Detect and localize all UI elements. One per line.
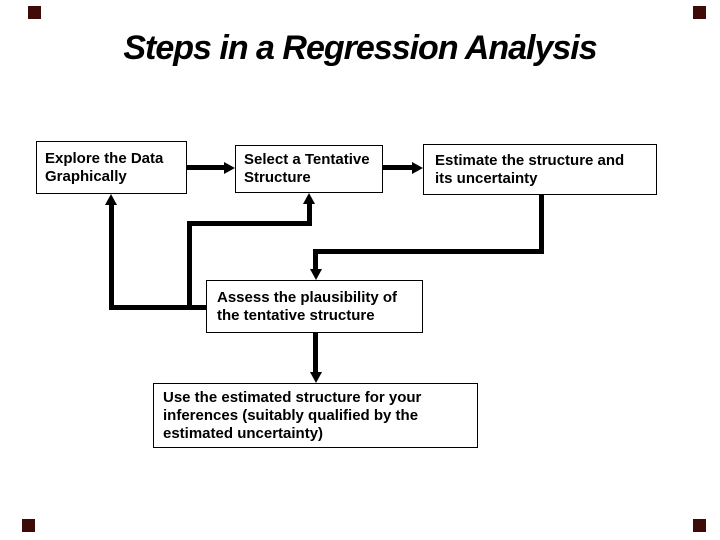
flowchart-box-use: Use the estimated structure for your inf…	[153, 383, 478, 448]
corner-marker-top-right	[693, 6, 706, 19]
flowchart-box-explore-label: Explore the Data Graphically	[45, 149, 164, 185]
arrow-select-to-estimate-shaft	[383, 165, 413, 170]
arrow-assess-to-use-head-icon	[310, 372, 322, 383]
arrow-assess-to-select-segment-up	[187, 221, 192, 310]
flowchart-box-select-label: Select a Tentative Structure	[244, 151, 370, 186]
arrow-assess-to-explore-head-icon	[105, 194, 117, 205]
arrow-select-to-estimate-head-icon	[412, 162, 423, 174]
slide-title: Steps in a Regression Analysis	[123, 29, 597, 67]
flowchart-box-estimate-label: Estimate the structure and its uncertain…	[435, 151, 625, 187]
corner-marker-bottom-right	[693, 519, 706, 532]
flowchart-box-use-label: Use the estimated structure for your inf…	[163, 388, 422, 442]
flowchart-box-assess-label: Assess the plausibility of the tentative…	[217, 288, 398, 324]
arrow-assess-to-select-segment-across	[187, 221, 312, 226]
arrow-estimate-to-assess-segment-across	[313, 249, 544, 254]
corner-marker-top-left	[28, 6, 41, 19]
arrow-assess-to-select-head-icon	[303, 193, 315, 204]
flowchart-box-explore: Explore the Data Graphically	[36, 141, 187, 194]
corner-marker-bottom-left	[22, 519, 35, 532]
flowchart-box-estimate: Estimate the structure and its uncertain…	[423, 144, 657, 195]
flowchart-box-assess: Assess the plausibility of the tentative…	[206, 280, 423, 333]
arrow-explore-to-select-shaft	[187, 165, 225, 170]
arrow-assess-to-explore-segment-across	[109, 305, 206, 310]
arrow-estimate-to-assess-head-icon	[310, 269, 322, 280]
arrow-assess-to-select-segment-rise	[307, 204, 312, 226]
arrow-estimate-to-assess-segment-drop	[313, 249, 318, 270]
arrow-explore-to-select-head-icon	[224, 162, 235, 174]
arrow-assess-to-use-shaft	[313, 333, 318, 372]
flowchart-box-select: Select a Tentative Structure	[235, 145, 383, 193]
arrow-estimate-to-assess-segment-down	[539, 195, 544, 254]
arrow-assess-to-explore-segment-up	[109, 205, 114, 310]
